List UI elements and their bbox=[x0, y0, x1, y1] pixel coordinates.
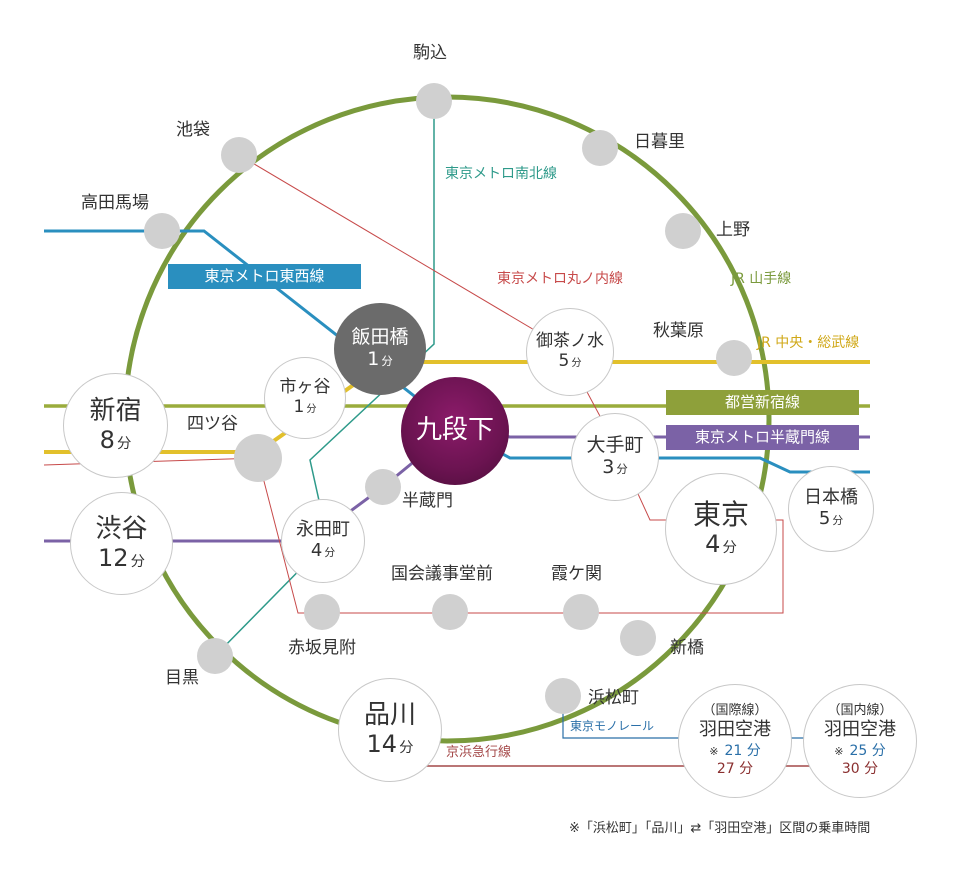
node-ichigaya-unit: 分 bbox=[306, 404, 317, 415]
station-dot-ueno[interactable] bbox=[665, 213, 701, 249]
node-haneda-international[interactable]: （国際線） 羽田空港 ※ 21 分 27 分 bbox=[678, 684, 792, 798]
haneda-intl-mark: ※ bbox=[709, 744, 719, 758]
station-dot-hamamatsucho[interactable] bbox=[545, 678, 581, 714]
station-dot-akasakamitsuke[interactable] bbox=[304, 594, 340, 630]
haneda-dom-mark: ※ bbox=[834, 744, 844, 758]
label-yotsuya: 四ツ谷 bbox=[187, 414, 238, 434]
node-ochanomizu-time: 5 bbox=[558, 351, 570, 371]
station-dot-yotsuya[interactable] bbox=[234, 434, 282, 482]
node-nagatacho-time: 4 bbox=[310, 540, 323, 561]
label-kokkai: 国会議事堂前 bbox=[391, 564, 493, 584]
node-ichigaya-time: 1 bbox=[293, 397, 305, 417]
node-kudanshita[interactable]: 九段下 bbox=[401, 377, 509, 485]
node-kudanshita-name: 九段下 bbox=[415, 415, 494, 446]
node-otemachi-name: 大手町 bbox=[586, 434, 644, 457]
haneda-intl-type: （国際線） bbox=[702, 702, 768, 718]
haneda-dom-type: （国内線） bbox=[827, 702, 893, 718]
station-dot-hanzomon[interactable] bbox=[365, 469, 401, 505]
node-tokyo-time: 4 bbox=[705, 530, 721, 559]
line-label-marunouchi: 東京メトロ丸ノ内線 bbox=[497, 271, 623, 287]
node-ochanomizu-name: 御茶ノ水 bbox=[536, 331, 604, 352]
line-badge-hanzomon: 東京メトロ半蔵門線 bbox=[666, 425, 859, 450]
node-iidabashi-time: 1 bbox=[367, 348, 380, 370]
node-otemachi-unit: 分 bbox=[616, 462, 628, 476]
haneda-intl-time1: 21 分 bbox=[724, 742, 761, 759]
label-kasumigaseki: 霞ケ関 bbox=[551, 564, 602, 584]
label-hanzomon: 半蔵門 bbox=[402, 491, 453, 511]
station-dot-nippori[interactable] bbox=[582, 130, 618, 166]
namboku-line bbox=[214, 101, 435, 657]
node-nagatacho-name: 永田町 bbox=[296, 519, 350, 541]
haneda-dom-name: 羽田空港 bbox=[824, 719, 896, 741]
label-nippori: 日暮里 bbox=[634, 132, 685, 152]
node-nihombashi-unit: 分 bbox=[832, 514, 844, 527]
haneda-intl-time2: 27 分 bbox=[716, 761, 754, 778]
haneda-dom-time2: 30 分 bbox=[841, 761, 879, 778]
node-shibuya-time: 12 bbox=[98, 543, 129, 572]
line-label-namboku: 東京メトロ南北線 bbox=[445, 166, 557, 182]
node-tokyo-unit: 分 bbox=[722, 540, 737, 557]
station-dot-komagome[interactable] bbox=[416, 83, 452, 119]
station-dot-kasumigaseki[interactable] bbox=[563, 594, 599, 630]
node-nagatacho-unit: 分 bbox=[324, 546, 336, 559]
node-shinagawa-time: 14 bbox=[366, 730, 398, 759]
station-dot-akihabara[interactable] bbox=[716, 340, 752, 376]
line-label-yamanote: JR 山手線 bbox=[731, 271, 792, 287]
label-hamamatsucho: 浜松町 bbox=[588, 688, 639, 708]
node-nihombashi-name: 日本橋 bbox=[804, 487, 858, 509]
node-haneda-domestic[interactable]: （国内線） 羽田空港 ※ 25 分 30 分 bbox=[803, 684, 917, 798]
line-label-keikyu: 京浜急行線 bbox=[446, 745, 512, 760]
node-nihombashi-time: 5 bbox=[818, 508, 831, 529]
line-label-chuo: JR 中央・総武線 bbox=[757, 335, 860, 351]
haneda-intl-name: 羽田空港 bbox=[699, 719, 771, 741]
station-dot-shimbashi[interactable] bbox=[620, 620, 656, 656]
label-shimbashi: 新橋 bbox=[670, 638, 704, 658]
node-shibuya-name: 渋谷 bbox=[95, 513, 148, 544]
node-otemachi-time: 3 bbox=[602, 456, 615, 478]
line-badge-tozai: 東京メトロ東西線 bbox=[168, 264, 361, 289]
label-takadanobaba: 高田馬場 bbox=[81, 193, 149, 213]
node-iidabashi-name: 飯田橋 bbox=[351, 326, 409, 349]
label-ueno: 上野 bbox=[716, 220, 750, 240]
line-badge-shinjuku: 都営新宿線 bbox=[666, 390, 859, 415]
station-dot-ikebukuro[interactable] bbox=[221, 137, 257, 173]
node-shinjuku-unit: 分 bbox=[116, 435, 132, 452]
label-ikebukuro: 池袋 bbox=[176, 120, 210, 140]
node-shinagawa-name: 品川 bbox=[363, 700, 416, 731]
line-label-monorail: 東京モノレール bbox=[570, 719, 655, 733]
node-shinjuku-time: 8 bbox=[99, 425, 115, 454]
tozai-line bbox=[44, 229, 870, 474]
footnote: ※「浜松町」「品川」⇄「羽田空港」区間の乗車時間 bbox=[569, 821, 871, 836]
label-akihabara: 秋葉原 bbox=[653, 321, 704, 341]
station-dot-takadanobaba[interactable] bbox=[144, 213, 180, 249]
node-ochanomizu-unit: 分 bbox=[571, 358, 582, 369]
label-meguro: 目黒 bbox=[165, 668, 199, 688]
node-shibuya-unit: 分 bbox=[130, 553, 145, 570]
label-akasakamitsuke: 赤坂見附 bbox=[288, 638, 356, 658]
node-shinjuku-name: 新宿 bbox=[89, 395, 142, 426]
station-dot-meguro[interactable] bbox=[197, 638, 233, 674]
node-tokyo-name: 東京 bbox=[692, 498, 749, 532]
station-dot-kokkai[interactable] bbox=[432, 594, 468, 630]
node-shinagawa-unit: 分 bbox=[399, 740, 414, 757]
label-komagome: 駒込 bbox=[413, 43, 447, 63]
node-ichigaya-name: 市ヶ谷 bbox=[279, 377, 331, 398]
node-iidabashi-unit: 分 bbox=[381, 354, 393, 368]
haneda-dom-time1: 25 分 bbox=[849, 742, 886, 759]
